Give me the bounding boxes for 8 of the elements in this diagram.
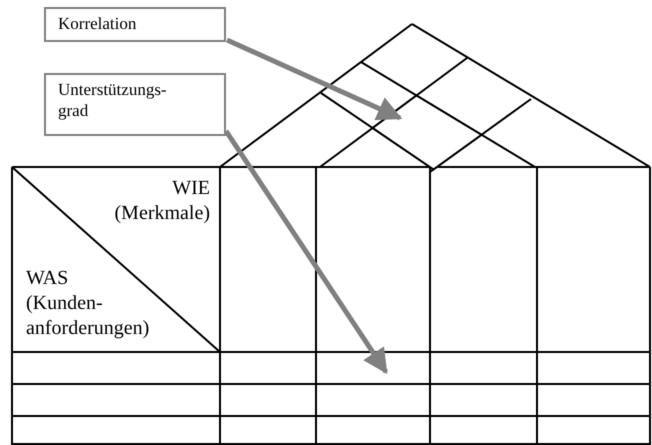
row-header-text: WAS (Kunden- anforderungen) bbox=[26, 266, 150, 341]
leader-arrow bbox=[224, 130, 388, 374]
leader-arrow bbox=[226, 38, 402, 120]
matrix-cell bbox=[315, 351, 431, 385]
roof-cell bbox=[370, 94, 484, 171]
callout-box: Korrelation bbox=[44, 7, 226, 42]
callout-box: Unterstützungs- grad bbox=[44, 73, 226, 136]
column-header-text: WIE (Merkmale) bbox=[114, 176, 210, 226]
